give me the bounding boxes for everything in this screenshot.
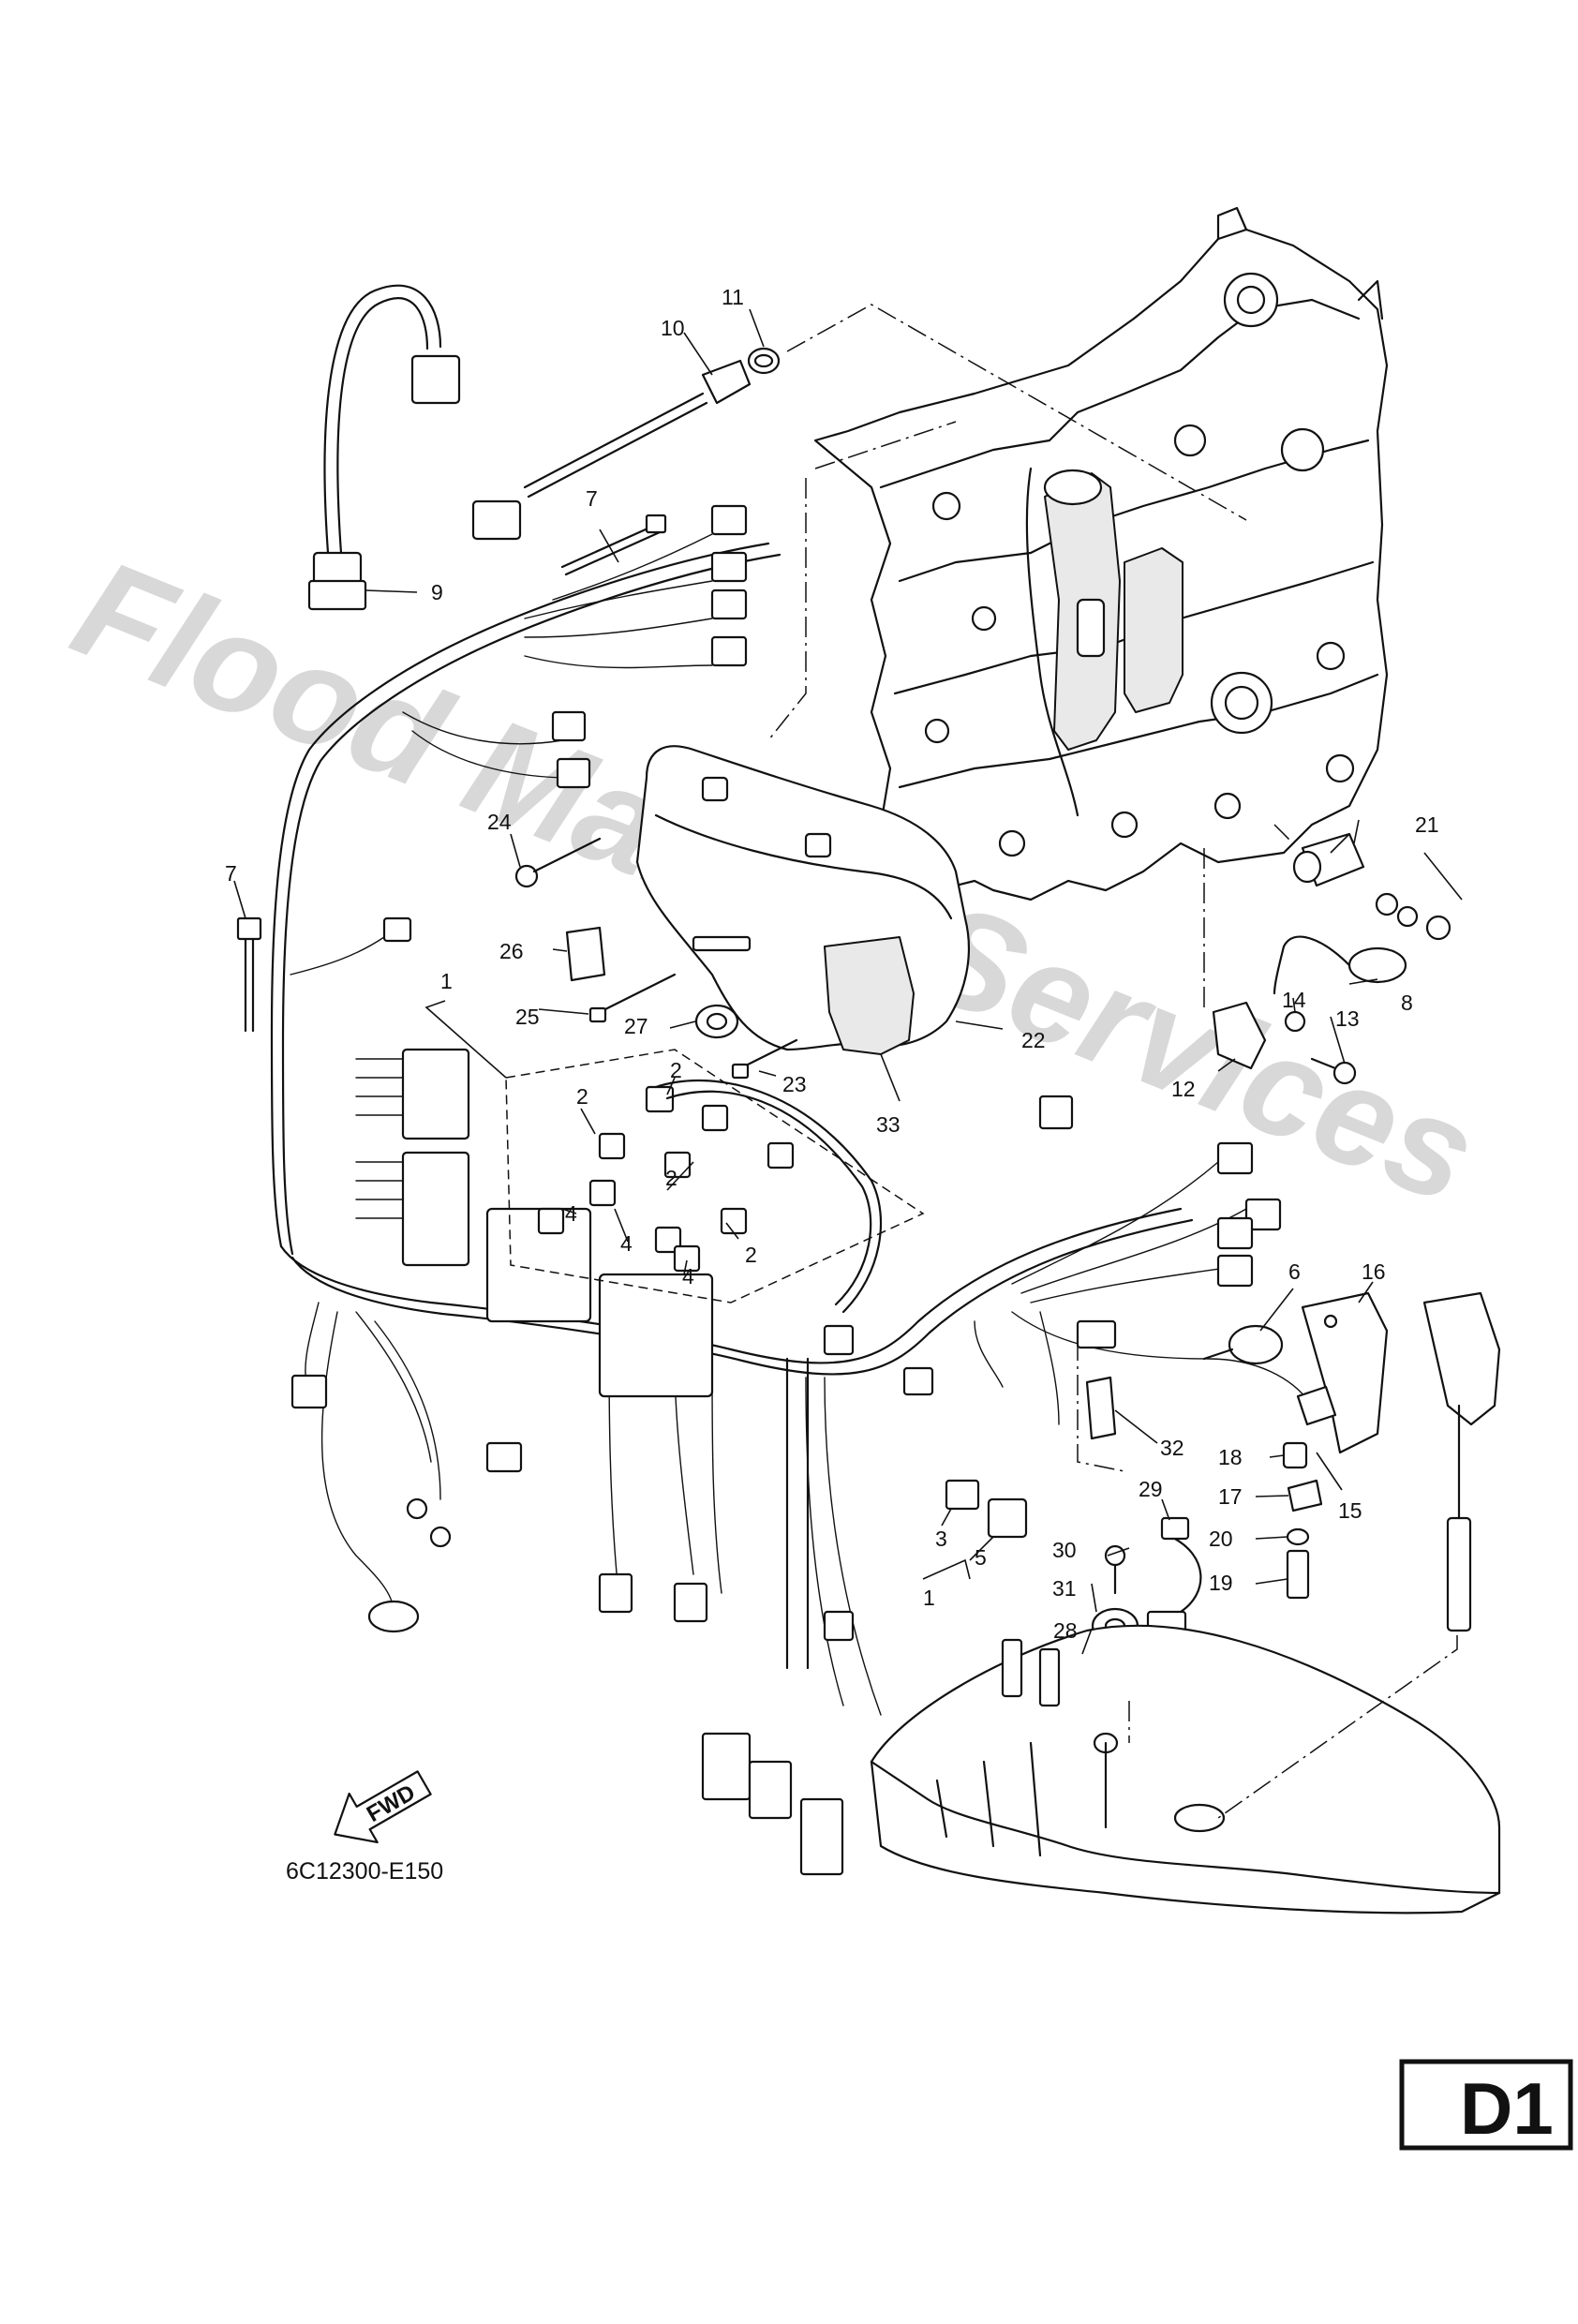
part-3-connector xyxy=(945,1479,980,1511)
reference-lines xyxy=(767,304,1458,1819)
label-part-33: 33 xyxy=(876,1112,901,1137)
label-part-12: 12 xyxy=(1171,1077,1196,1101)
label-part-4-a: 4 xyxy=(565,1201,577,1226)
part-20-washer xyxy=(1286,1527,1310,1546)
part-7-cable-tie-upper xyxy=(560,514,667,576)
part-21-sensor-set xyxy=(1292,832,1451,941)
label-part-2-d: 2 xyxy=(745,1243,757,1267)
label-part-7-upper: 7 xyxy=(586,486,598,511)
part-25-tie xyxy=(588,973,677,1023)
label-part-14: 14 xyxy=(1282,988,1306,1012)
harness-cover xyxy=(635,745,971,1055)
label-part-26: 26 xyxy=(499,939,524,963)
part-12-bracket xyxy=(1212,1001,1267,1070)
label-part-13: 13 xyxy=(1335,1006,1360,1031)
part-18-collar xyxy=(1282,1441,1308,1469)
section-badge: D1 xyxy=(1399,2059,1573,2151)
label-part-27: 27 xyxy=(624,1014,648,1038)
label-part-9: 9 xyxy=(431,580,443,604)
part-24-bolt xyxy=(514,837,602,888)
label-part-23: 23 xyxy=(782,1072,807,1096)
part-15-switch xyxy=(1296,1385,1337,1426)
engine-block xyxy=(813,206,1389,901)
part-11-o-ring xyxy=(747,347,781,375)
label-part-7-left: 7 xyxy=(225,861,237,886)
part-7-cable-tie-left xyxy=(236,916,262,1033)
label-part-17: 17 xyxy=(1218,1484,1243,1509)
part-32-clip xyxy=(1085,1376,1117,1440)
label-part-4-c: 4 xyxy=(682,1264,694,1289)
connectors xyxy=(290,504,1282,1876)
label-part-25: 25 xyxy=(515,1005,540,1029)
label-part-4-b: 4 xyxy=(620,1231,633,1256)
label-part-11: 11 xyxy=(722,285,744,309)
leader-lines xyxy=(233,308,1463,1655)
label-part-20: 20 xyxy=(1209,1527,1233,1551)
part-6-clamp xyxy=(1202,1324,1284,1365)
section-badge-text: D1 xyxy=(1460,2067,1554,2150)
fwd-arrow: FWD xyxy=(334,1770,432,1844)
label-part-8: 8 xyxy=(1401,991,1413,1015)
shift-rod-assembly xyxy=(1422,1291,1501,1632)
part-19-bolt xyxy=(1286,1549,1310,1600)
label-part-21: 21 xyxy=(1415,812,1439,837)
label-part-29: 29 xyxy=(1139,1477,1163,1501)
label-part-6: 6 xyxy=(1288,1259,1301,1284)
label-part-30: 30 xyxy=(1052,1538,1077,1562)
label-part-15: 15 xyxy=(1338,1498,1362,1523)
part-9-lead-wire xyxy=(307,284,461,611)
part-8-cap xyxy=(1273,935,1407,995)
label-part-19: 19 xyxy=(1209,1571,1233,1595)
label-part-2-a: 2 xyxy=(576,1084,588,1109)
part-5-connector xyxy=(987,1497,1028,1539)
lower-cowling xyxy=(870,1624,1501,1914)
part-14-washer xyxy=(1284,1010,1306,1033)
part-number-labels: 1 1 2 2 2 2 3 4 4 4 5 6 7 7 8 9 10 11 12… xyxy=(225,285,1439,1643)
label-part-24: 24 xyxy=(487,810,512,834)
label-part-2-b: 2 xyxy=(670,1058,682,1082)
label-part-18: 18 xyxy=(1218,1445,1243,1469)
label-part-28: 28 xyxy=(1053,1618,1078,1643)
drawing-code: 6C12300-E150 xyxy=(286,1858,443,1885)
label-part-16: 16 xyxy=(1362,1259,1386,1284)
part-23-tie xyxy=(731,1038,798,1080)
label-part-1-lower: 1 xyxy=(923,1586,935,1610)
part-10-sensor xyxy=(471,359,752,541)
label-part-3: 3 xyxy=(935,1527,947,1551)
part-27-grommet xyxy=(694,1004,739,1039)
main-wire-harness xyxy=(270,533,1313,1716)
label-part-2-c: 2 xyxy=(665,1166,677,1190)
label-part-31: 31 xyxy=(1052,1576,1077,1601)
part-17-damper xyxy=(1287,1479,1323,1512)
part-16-bracket xyxy=(1301,1291,1389,1454)
label-part-22: 22 xyxy=(1021,1028,1046,1052)
label-part-5: 5 xyxy=(975,1545,987,1570)
label-part-1-harness: 1 xyxy=(440,969,453,993)
part-26-holder xyxy=(565,926,606,982)
label-part-32: 32 xyxy=(1160,1436,1184,1460)
relay-and-ecu-group xyxy=(355,1048,925,1398)
label-part-10: 10 xyxy=(661,316,685,340)
